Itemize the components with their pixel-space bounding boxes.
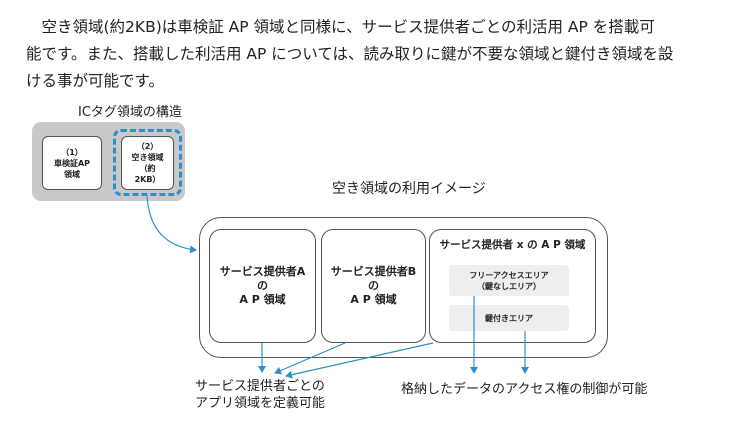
provider-a-line1: サービス提供者A xyxy=(219,265,306,278)
provider-x-title: サービス提供者 x の A P 領域 xyxy=(439,239,586,251)
card-x-to-caption-arrow xyxy=(285,342,434,379)
paragraph-line-2: 能です。また、搭載した利活用 AP については、読み取りに鍵が不要な領域と鍵付き… xyxy=(26,45,674,63)
provider-b-line3: A P 領域 xyxy=(350,293,397,306)
provider-a-line3: A P 領域 xyxy=(239,293,286,306)
box1-line1: （1） xyxy=(61,147,83,157)
box2-line3: （約 xyxy=(139,164,156,173)
free-access-line2: （鍵なしエリア） xyxy=(477,281,541,291)
locked-area-label: 鍵付きエリア xyxy=(485,313,533,323)
provider-b-label: サービス提供者B の A P 領域 xyxy=(322,265,425,307)
free-area-highlight xyxy=(113,129,182,196)
provider-b-card: サービス提供者B の A P 領域 xyxy=(321,229,426,343)
card-b-to-caption-arrow xyxy=(274,342,346,375)
paragraph-line-1: 空き領域(約2KB)は車検証 AP 領域と同様に、サービス提供者ごとの利活用 A… xyxy=(26,18,655,36)
caption-left: サービス提供者ごとの アプリ領域を定義可能 xyxy=(195,378,325,412)
provider-b-line2: の xyxy=(368,279,379,292)
free-access-line1: フリーアクセスエリア xyxy=(469,270,549,280)
paragraph-line-3: ける事が可能です。 xyxy=(26,72,164,90)
caption-right: 格納したデータのアクセス権の制御が可能 xyxy=(401,382,648,397)
box2-line1: （2） xyxy=(136,142,159,151)
box2-line2: 空き領域 xyxy=(131,153,164,162)
locked-area: 鍵付きエリア xyxy=(449,305,569,331)
caption-left-line2: アプリ領域を定義可能 xyxy=(195,396,326,411)
provider-a-label: サービス提供者A の A P 領域 xyxy=(210,265,315,307)
box1-line3: 領域 xyxy=(64,169,80,179)
ic-tag-title: ICタグ領域の構造 xyxy=(78,105,182,120)
usage-title: 空き領域の利用イメージ xyxy=(332,181,486,197)
provider-a-line2: の xyxy=(257,279,268,292)
box1-line2: 車検証AP xyxy=(53,158,91,168)
free-access-area: フリーアクセスエリア （鍵なしエリア） xyxy=(449,265,569,296)
free-area-box: （2） 空き領域 （約 2KB） xyxy=(121,136,174,190)
free-area-to-usage-arrow xyxy=(146,195,197,254)
vehicle-cert-ap-box: （1） 車検証AP 領域 xyxy=(42,136,102,190)
provider-a-card: サービス提供者A の A P 領域 xyxy=(209,229,316,343)
provider-b-line1: サービス提供者B xyxy=(330,265,417,278)
box2-line4: 2KB） xyxy=(134,175,161,184)
description-paragraph: 空き領域(約2KB)は車検証 AP 領域と同様に、サービス提供者ごとの利活用 A… xyxy=(26,14,716,95)
caption-left-line1: サービス提供者ごとの xyxy=(195,379,325,394)
